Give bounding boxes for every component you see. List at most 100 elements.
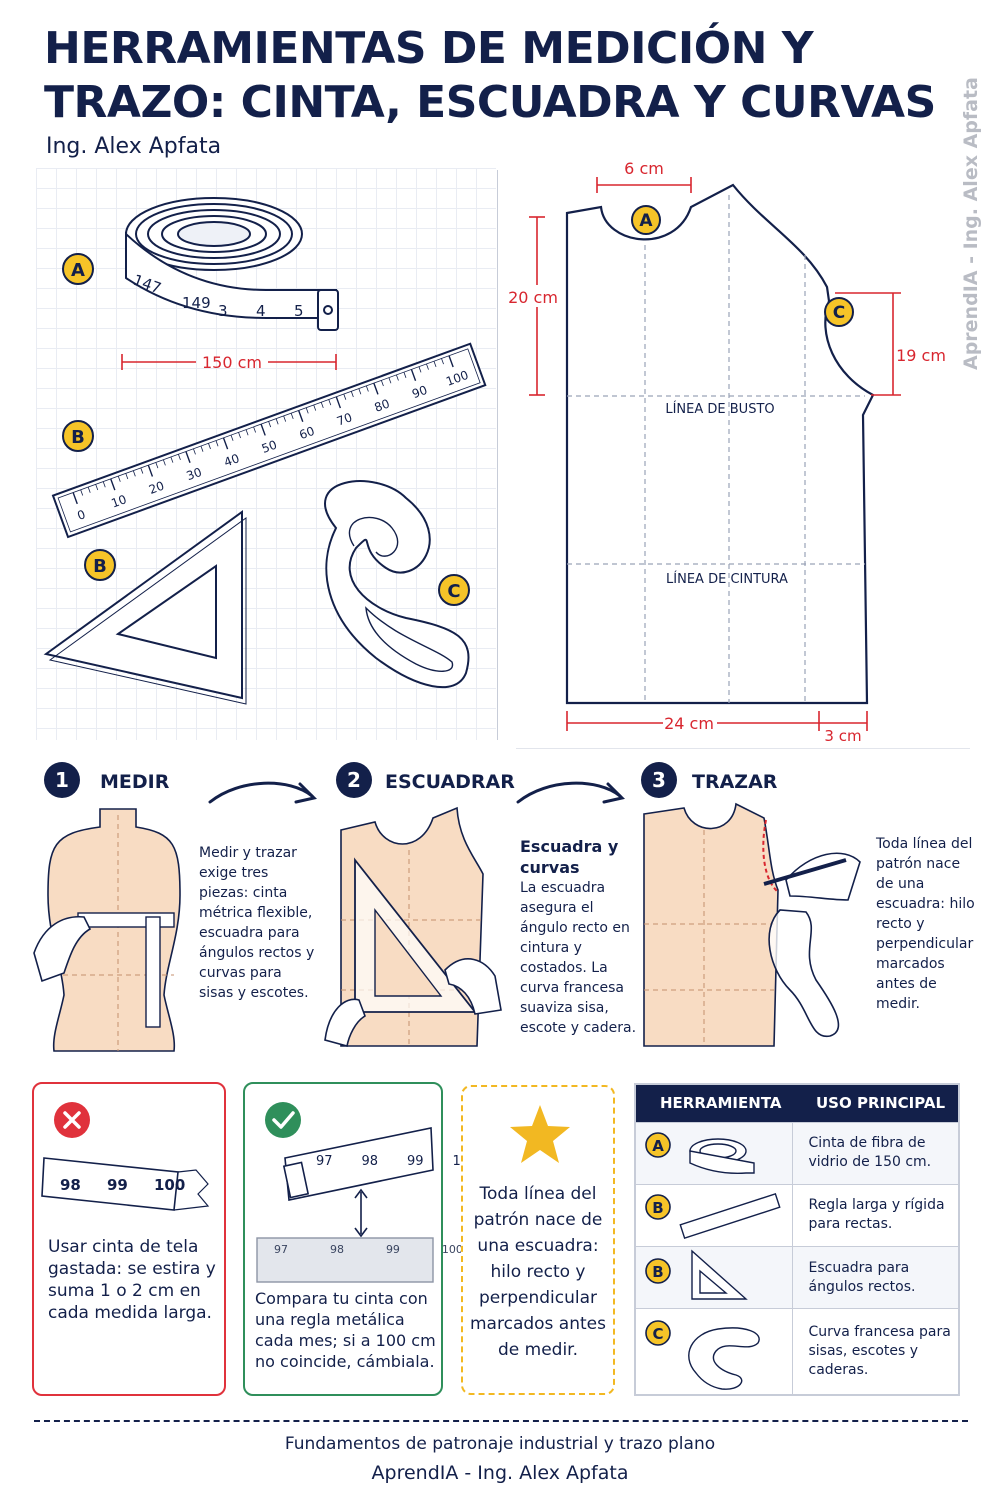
pattern-square-illustration	[324, 806, 502, 1047]
ruler-tick	[290, 413, 294, 419]
tools-table: HERRAMIENTA USO PRINCIPAL A Cinta de fib…	[634, 1083, 960, 1396]
step-2-text: Escuadra y curvas La escuadra asegura el…	[520, 836, 640, 1038]
tip-card: Toda línea del patrón nace de una escuad…	[461, 1085, 615, 1395]
ruler-tick	[320, 402, 324, 409]
worn-tape-number: 100	[154, 1176, 186, 1194]
ruler-tick	[132, 470, 136, 477]
svg-text:B: B	[93, 556, 107, 577]
ruler-tick	[102, 481, 106, 488]
ruler-tick	[426, 363, 429, 370]
ruler-number: 40	[222, 451, 241, 469]
table-row: B Escuadra para ángulos rectos.	[635, 1245, 959, 1309]
tape-length-label: 150 cm	[202, 353, 262, 372]
pattern-badge-c: C	[824, 297, 854, 327]
step-1-number: 1	[44, 762, 80, 798]
ruler-tick	[125, 473, 129, 480]
ruler-tick	[335, 396, 342, 409]
step-2-number: 2	[336, 762, 372, 798]
ruler-tick	[268, 421, 272, 428]
tools-illustration: 147 149 3 4 5 150 cm A 01020304050607080…	[43, 197, 487, 705]
set-square-icon	[691, 1249, 748, 1300]
ruler-tick	[162, 459, 166, 466]
svg-text:A: A	[652, 1137, 664, 1155]
tape-number-149: 149	[182, 294, 211, 312]
armhole-depth-label: 19 cm	[896, 346, 946, 365]
author: Ing. Alex Apfata	[46, 134, 222, 159]
waist-line-label: LÍNEA DE CINTURA	[666, 571, 788, 587]
ruler-tick	[238, 432, 241, 439]
bad-practice-card: Usar cinta de tela gastada: se estira y …	[32, 1082, 226, 1396]
hand-icon	[444, 958, 502, 1015]
svg-text:A: A	[639, 211, 653, 231]
ruler-tick	[72, 492, 78, 505]
ruler-tick	[170, 456, 174, 463]
ruler-number: 100	[441, 1243, 463, 1256]
ruler-number: 0	[75, 507, 87, 523]
ruler-tick	[313, 404, 317, 411]
ruler-tick	[358, 388, 362, 395]
ruler-tick	[373, 382, 379, 395]
extra-label: 3 cm	[824, 727, 861, 745]
star-icon	[510, 1105, 570, 1163]
badge-c: C	[438, 574, 470, 606]
ruler-tick	[283, 415, 287, 422]
step-arrows	[208, 781, 625, 804]
section-divider	[516, 748, 970, 749]
svg-text:C: C	[652, 1325, 663, 1343]
ruler-tick	[253, 426, 256, 433]
ruler-tick	[193, 448, 196, 455]
footer-credit: AprendIA - Ing. Alex Apfata	[371, 1462, 629, 1484]
ruler-tick	[343, 393, 347, 400]
tape-number: 99	[406, 1154, 424, 1169]
ruler-tick	[328, 399, 332, 406]
width-label: 24 cm	[664, 714, 714, 733]
badge-b-ruler: B	[62, 420, 94, 452]
row-badge	[645, 1131, 671, 1158]
table-header-use: USO PRINCIPAL	[792, 1084, 959, 1122]
step-3-title: TRAZAR	[692, 771, 778, 793]
tip-text: Toda línea del patrón nace de una escuad…	[470, 1184, 606, 1360]
table-use-ruler: Regla larga y rígida para rectas.	[792, 1183, 959, 1247]
step-3-number: 3	[641, 762, 677, 798]
bad-practice-text: Usar cinta de tela gastada: se estira y …	[48, 1237, 216, 1323]
svg-text:B: B	[652, 1263, 663, 1281]
table-row: B Regla larga y rígida para rectas.	[635, 1183, 959, 1247]
ruler-tick	[448, 355, 454, 368]
svg-text:C: C	[447, 581, 460, 602]
bust-line-label: LÍNEA DE BUSTO	[665, 401, 774, 417]
footer-divider	[34, 1420, 968, 1422]
arrow-right-icon	[208, 781, 314, 804]
ruler-tick	[410, 369, 417, 381]
table-row: A Cinta de fibra de vidrio de 150 cm.	[635, 1121, 959, 1185]
ruler-number: 80	[372, 396, 391, 414]
pattern-outline	[565, 183, 875, 705]
french-curve-icon	[768, 909, 840, 1037]
ruler-tick	[200, 445, 204, 452]
ruler-number: 30	[185, 465, 204, 483]
ruler-icon	[679, 1192, 781, 1239]
panel-divider	[497, 170, 498, 740]
ruler-tick	[230, 434, 234, 441]
set-square-icon	[43, 510, 247, 705]
ruler-tick	[305, 407, 309, 414]
tape-measure-icon	[125, 197, 339, 331]
pencil-icon	[763, 858, 847, 886]
step-2-subtitle: Escuadra y curvas	[520, 837, 619, 877]
ruler-tick	[298, 410, 304, 422]
ruler-tick	[185, 451, 191, 464]
table-row: C Curva francesa para sisas, escotes y c…	[635, 1308, 959, 1395]
ruler-number: 99	[385, 1243, 400, 1256]
ruler-tick	[95, 484, 99, 491]
tape-measure-icon	[77, 912, 175, 1028]
ruler-tick	[275, 418, 279, 425]
ruler-tick	[388, 377, 392, 384]
badge-b-square: B	[84, 549, 116, 581]
svg-text:A: A	[71, 260, 85, 281]
worn-tape-icon	[41, 1157, 210, 1211]
ruler-tick	[222, 437, 229, 450]
arrow-right-icon	[516, 781, 622, 804]
hand-icon	[785, 852, 861, 901]
ruler-number: 97	[274, 1243, 288, 1256]
tape-number-3: 3	[218, 302, 228, 320]
